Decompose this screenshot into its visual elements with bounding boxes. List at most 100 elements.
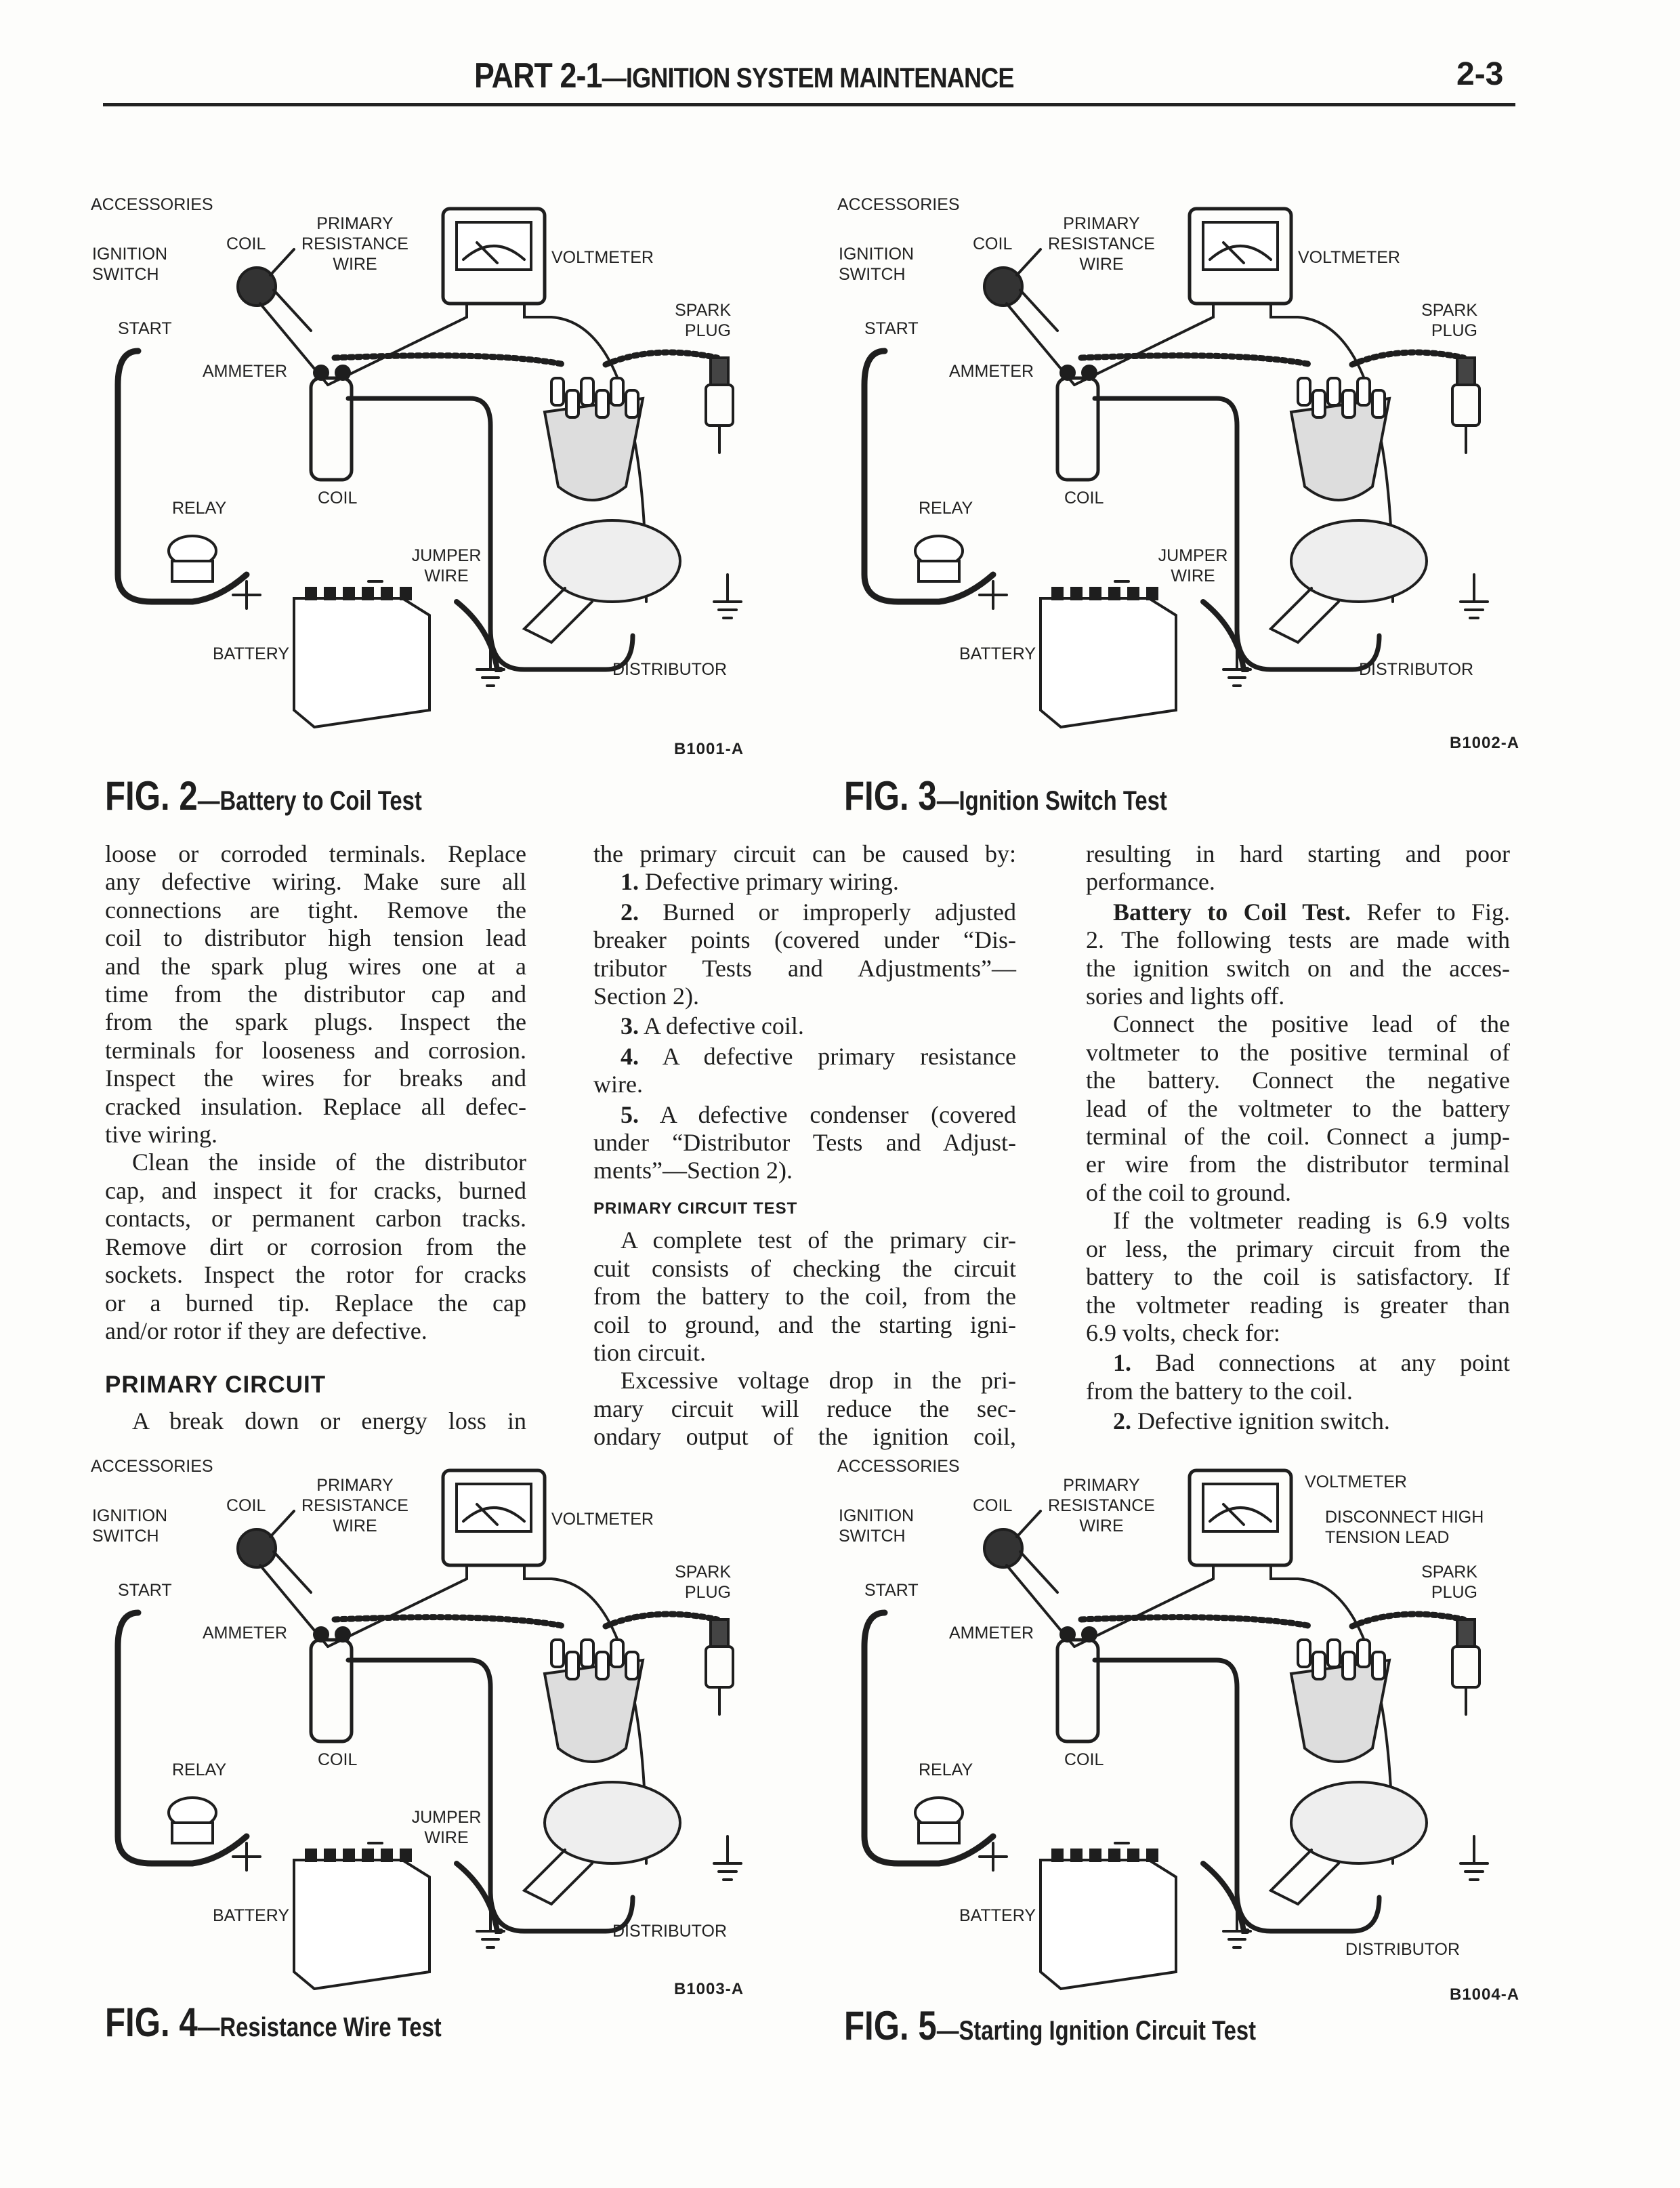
distributor-shaft	[1268, 587, 1340, 644]
label-line: COIL	[226, 1496, 266, 1515]
label-line: START	[118, 1581, 172, 1600]
label-coil-top: COIL	[226, 1496, 266, 1515]
text-line: Inspect the wires for breaks and	[105, 1065, 526, 1092]
line-text: Section 2).	[593, 983, 699, 1010]
diagram-shapes	[114, 1468, 742, 1991]
distributor-icon	[543, 1781, 681, 1865]
voltmeter-needle	[462, 241, 526, 264]
figure-2-caption: FIG. 2—Battery to Coil Test	[105, 772, 422, 819]
text-line: Section 2).	[593, 983, 1016, 1010]
label-coil: COIL	[318, 1750, 357, 1769]
ignition-switch-icon	[236, 1528, 277, 1569]
text-line: time from the distributor cap and	[105, 981, 526, 1008]
section-heading: PRIMARY CIRCUIT TEST	[593, 1199, 798, 1218]
line-text: cracked insulation. Replace all defec-	[105, 1092, 526, 1120]
label-ammeter: AMMETER	[203, 362, 287, 381]
ignition-coil-icon	[1055, 376, 1100, 482]
page-number: 2-3	[1456, 56, 1504, 92]
battery-cell-cap	[1089, 1849, 1101, 1862]
text-line: loose or corroded terminals. Replace	[105, 840, 526, 868]
label-line: DISTRIBUTOR	[1359, 660, 1473, 679]
voltmeter-icon	[441, 207, 547, 306]
ground-symbol-icon	[713, 573, 742, 619]
polarity-marks	[232, 1842, 383, 1872]
label-accessories: ACCESSORIES	[91, 195, 213, 214]
bold-lead: 4.	[621, 1042, 639, 1070]
label-line: START	[118, 319, 172, 338]
label-line: DISTRIBUTOR	[612, 660, 727, 679]
battery-cell-cap	[1070, 1849, 1083, 1862]
text-line: the voltmeter reading is greater than	[1086, 1292, 1510, 1319]
label-ammeter: AMMETER	[949, 362, 1034, 381]
label-start: START	[864, 319, 919, 338]
text-line: tributor Tests and Adjustments”—	[593, 955, 1016, 983]
line-text: Connect the positive lead of the	[1113, 1010, 1510, 1038]
high-tension-lead	[331, 1611, 721, 1630]
primary-cable	[345, 396, 635, 672]
label-line: START	[864, 1581, 919, 1600]
battery-ground-icon	[476, 648, 505, 687]
line-text: and/or rotor if they are defective.	[105, 1317, 427, 1344]
text-line: resulting in hard starting and poor	[1086, 840, 1510, 868]
label-line: COIL	[226, 234, 266, 253]
label-line: SPARK	[1421, 301, 1477, 320]
line-text: the primary circuit can be caused by:	[593, 840, 1016, 867]
line-text: or less, the primary circuit from the	[1086, 1235, 1510, 1262]
text-column-2: the primary circuit can be caused by:1. …	[593, 840, 1016, 1451]
battery-ground-icon	[1222, 1910, 1252, 1949]
label-line: COIL	[1064, 1750, 1104, 1769]
cap-tower	[550, 1638, 565, 1668]
label-line: AMMETER	[203, 1624, 287, 1643]
cap-tower	[1371, 389, 1386, 419]
text-line: 2. Defective ignition switch.	[1086, 1407, 1510, 1435]
distributor-cap-icon	[1289, 396, 1391, 501]
text-line: 5. A defective condenser (covered	[593, 1101, 1016, 1129]
header-section-title: —IGNITION SYSTEM MAINTENANCE	[602, 62, 1015, 94]
label-line: PLUG	[685, 1583, 731, 1602]
label-relay: RELAY	[172, 499, 226, 518]
battery-cell-cap	[400, 1849, 412, 1862]
voltmeter-needle	[1209, 241, 1272, 264]
high-tension-lead	[1078, 349, 1467, 368]
text-line: the ignition switch on and the acces-	[1086, 955, 1510, 983]
label-line: JUMPER	[412, 546, 482, 565]
label-coil: COIL	[318, 489, 357, 508]
line-text: coil to ground, and the starting igni-	[593, 1310, 1016, 1338]
ignition-coil-icon	[309, 1638, 354, 1743]
label-line: VOLTMETER	[551, 248, 654, 267]
battery-cell-cap	[1051, 587, 1064, 600]
text-line: er wire from the distributor terminal	[1086, 1151, 1510, 1178]
label-line: SWITCH	[92, 1527, 159, 1546]
battery-cell-cap	[1089, 587, 1101, 600]
line-text: Clean the inside of the distributor	[132, 1149, 526, 1176]
spark-plug-body	[1451, 1645, 1481, 1689]
cap-tower	[580, 1638, 595, 1668]
line-text: of the coil to ground.	[1086, 1178, 1291, 1206]
text-line: 1. Defective primary wiring.	[593, 868, 1016, 896]
primary-cable	[1092, 1657, 1382, 1934]
bold-lead: Battery to Coil Test.	[1113, 898, 1351, 926]
battery-cable	[114, 348, 250, 605]
ground-symbol-icon	[1459, 1835, 1489, 1881]
label-line: PLUG	[1431, 1583, 1477, 1602]
label-line: WIRE	[424, 1828, 468, 1847]
voltmeter-icon	[441, 1468, 547, 1567]
line-text: ondary output of the ignition coil,	[593, 1423, 1016, 1451]
line-text: the voltmeter reading is greater than	[1086, 1291, 1510, 1319]
cap-tower	[610, 1638, 625, 1668]
cap-tower	[1297, 1638, 1311, 1668]
figure-number: FIG. 2	[105, 773, 198, 819]
relay-body	[917, 1821, 961, 1844]
line-text: from the spark plugs. Inspect the	[105, 1008, 526, 1036]
label-line: SWITCH	[839, 1527, 906, 1546]
battery-cell-cap	[381, 1849, 393, 1862]
label-line: SPARK	[675, 301, 731, 320]
label-line: WIRE	[333, 255, 377, 274]
